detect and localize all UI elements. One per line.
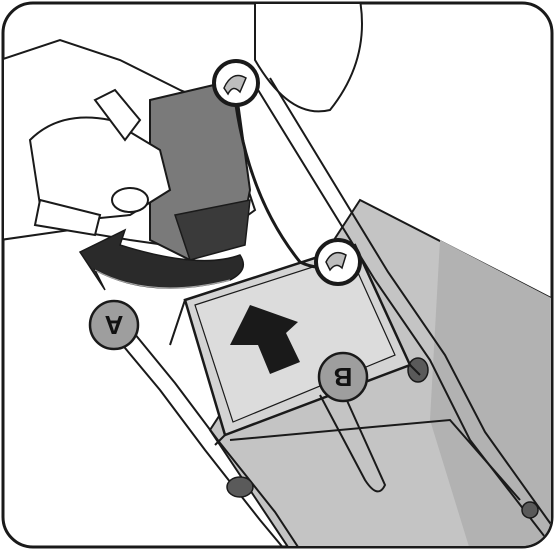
callout-b: B bbox=[319, 353, 367, 401]
callout-b-label: B bbox=[334, 362, 353, 392]
callout-a-label: A bbox=[104, 310, 123, 340]
callout-a: A bbox=[90, 301, 138, 349]
detail-circle-lower bbox=[316, 240, 360, 284]
detail-circle-upper bbox=[214, 61, 258, 105]
